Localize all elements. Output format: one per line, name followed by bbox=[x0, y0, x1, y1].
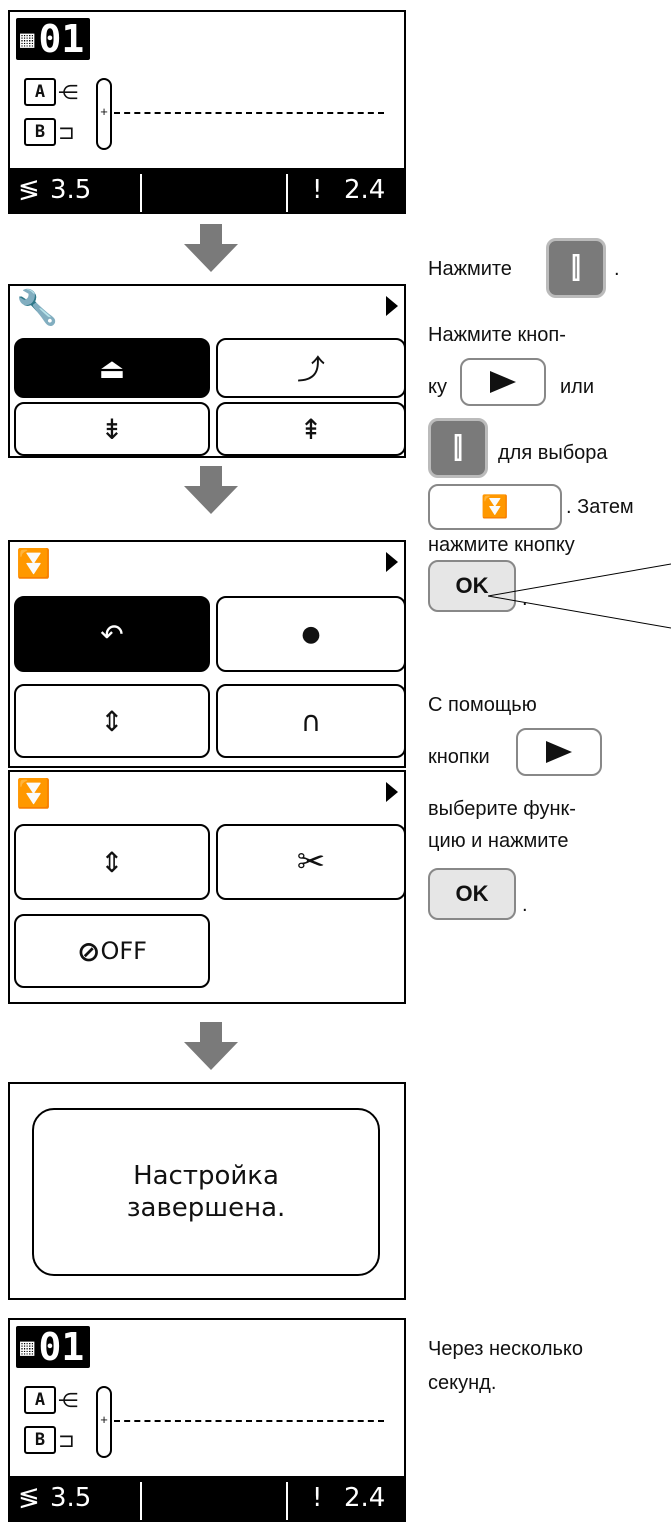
grid-icon: ▦ bbox=[20, 25, 35, 53]
step2-dlya: для выбора bbox=[498, 442, 608, 464]
stitch-line bbox=[114, 112, 384, 114]
foot-menu-screen-1: ⏬ ↶ ● ⇕ ∩ bbox=[8, 540, 406, 768]
step3-line2: кнопки bbox=[428, 746, 490, 768]
reverse-icon[interactable]: ↶ bbox=[14, 596, 210, 672]
dot-icon[interactable]: ● bbox=[216, 596, 404, 672]
grid-icon: ▦ bbox=[20, 1333, 35, 1361]
ok-button[interactable]: OK bbox=[428, 868, 516, 920]
foot-b-icon: ⊐ bbox=[58, 120, 75, 144]
foot-lift-icon[interactable]: ⇕ bbox=[14, 824, 210, 900]
settings-menu-screen: 🔧 ⏏ ⤴ ⇟ ⇞ bbox=[8, 284, 406, 458]
ok-button[interactable]: OK bbox=[428, 560, 516, 612]
home-screen-bottom: ▦ 01 A ⋲ B ⊐ + ≶ 3.5 ! 2.4 bbox=[8, 1318, 406, 1522]
pivot-icon[interactable]: ⤴ bbox=[216, 338, 404, 398]
presser-foot-down-icon: ⏬ bbox=[16, 547, 51, 580]
label-a: A bbox=[24, 1386, 56, 1414]
needle-stop-icon[interactable]: ∩ bbox=[216, 684, 404, 758]
step2-nazhmite: нажмите кнопку bbox=[428, 534, 575, 556]
step4-line2: секунд. bbox=[428, 1372, 497, 1394]
scissors-icon[interactable]: ✂ bbox=[216, 824, 404, 900]
status-divider bbox=[286, 174, 288, 212]
foot-menu-screen-2: ⏬ ⇕ ✂ ⊘ OFF bbox=[8, 770, 406, 1004]
feed-dog-icon[interactable]: ⇞ bbox=[216, 402, 404, 456]
tools-icon: ⫿ bbox=[453, 431, 463, 464]
exclamation-icon: ! bbox=[312, 1483, 323, 1513]
off-button[interactable]: ⊘ OFF bbox=[14, 914, 210, 988]
complete-screen: Настройка завершена. bbox=[8, 1082, 406, 1300]
status-bar: ≶ 3.5 ! 2.4 bbox=[10, 1476, 404, 1520]
tools-icon: ⫿ bbox=[571, 251, 581, 284]
presser-foot-up-icon[interactable]: ⏏ bbox=[14, 338, 210, 398]
play-icon bbox=[490, 371, 516, 393]
next-page-icon[interactable] bbox=[386, 552, 398, 572]
stitch-width-value: 3.5 bbox=[50, 175, 92, 205]
presser-foot-down-icon: ⏬ bbox=[481, 494, 509, 519]
needle-position: + bbox=[96, 1386, 112, 1458]
message-box: Настройка завершена. bbox=[32, 1108, 380, 1276]
message-line-1: Настройка bbox=[133, 1161, 279, 1191]
play-icon bbox=[546, 741, 572, 763]
step2-ili: или bbox=[560, 376, 595, 398]
step2-zatem: . Затем bbox=[566, 496, 634, 518]
presser-foot-down-icon: ⏬ bbox=[16, 777, 51, 810]
step2-ku: ку bbox=[428, 376, 447, 398]
step4-line1: Через несколько bbox=[428, 1338, 583, 1360]
step3-line1: С помощью bbox=[428, 694, 537, 716]
home-screen-top: ▦ 01 A ⋲ B ⊐ + ≶ 3.5 ! 2.4 bbox=[8, 10, 406, 214]
step1-text: Нажмите bbox=[428, 258, 512, 280]
exclamation-icon: ! bbox=[312, 175, 323, 205]
stitch-length-value: 2.4 bbox=[344, 1483, 386, 1513]
label-b: B bbox=[24, 1426, 56, 1454]
tools-button[interactable]: ⫿ bbox=[546, 238, 606, 298]
status-divider bbox=[140, 174, 142, 212]
foot-b-icon: ⊐ bbox=[58, 1428, 75, 1452]
step1-end: . bbox=[614, 258, 620, 280]
label-a: A bbox=[24, 78, 56, 106]
needle-up-down-icon[interactable]: ⇕ bbox=[14, 684, 210, 758]
foot-a-icon: ⋲ bbox=[58, 80, 78, 104]
down-arrow-icon bbox=[184, 1022, 238, 1070]
needle-position-icon[interactable]: ⇟ bbox=[14, 402, 210, 456]
step3-line3: выберите функ- bbox=[428, 798, 576, 820]
right-arrow-button[interactable] bbox=[516, 728, 602, 776]
presser-foot-button[interactable]: ⏬ bbox=[428, 484, 562, 530]
right-arrow-button[interactable] bbox=[460, 358, 546, 406]
pattern-number: 01 bbox=[38, 1325, 85, 1369]
off-icon: ⊘ bbox=[77, 934, 101, 968]
status-divider bbox=[286, 1482, 288, 1520]
down-arrow-icon bbox=[184, 224, 238, 272]
pattern-number-badge: ▦ 01 bbox=[16, 1325, 91, 1369]
status-bar: ≶ 3.5 ! 2.4 bbox=[10, 168, 404, 212]
tools-icon: 🔧 bbox=[16, 288, 59, 328]
stitch-width-value: 3.5 bbox=[50, 1483, 92, 1513]
step2-line1: Нажмите кноп- bbox=[428, 324, 566, 346]
off-label: OFF bbox=[100, 937, 147, 965]
stitch-line bbox=[114, 1420, 384, 1422]
message-line-2: завершена. bbox=[126, 1193, 286, 1223]
pattern-number-badge: ▦ 01 bbox=[16, 17, 91, 61]
next-page-icon[interactable] bbox=[386, 296, 398, 316]
callout-pointer bbox=[488, 563, 671, 629]
pattern-number: 01 bbox=[38, 17, 85, 61]
stitch-width-icon: ≶ bbox=[18, 175, 40, 205]
step2-end: . bbox=[522, 588, 528, 610]
next-page-icon[interactable] bbox=[386, 782, 398, 802]
down-arrow-icon bbox=[184, 466, 238, 514]
label-b: B bbox=[24, 118, 56, 146]
step3-end: . bbox=[522, 894, 528, 916]
stitch-width-icon: ≶ bbox=[18, 1483, 40, 1513]
needle-position: + bbox=[96, 78, 112, 150]
status-divider bbox=[140, 1482, 142, 1520]
step3-line4: цию и нажмите bbox=[428, 830, 569, 852]
foot-a-icon: ⋲ bbox=[58, 1388, 78, 1412]
stitch-length-value: 2.4 bbox=[344, 175, 386, 205]
tools-button[interactable]: ⫿ bbox=[428, 418, 488, 478]
